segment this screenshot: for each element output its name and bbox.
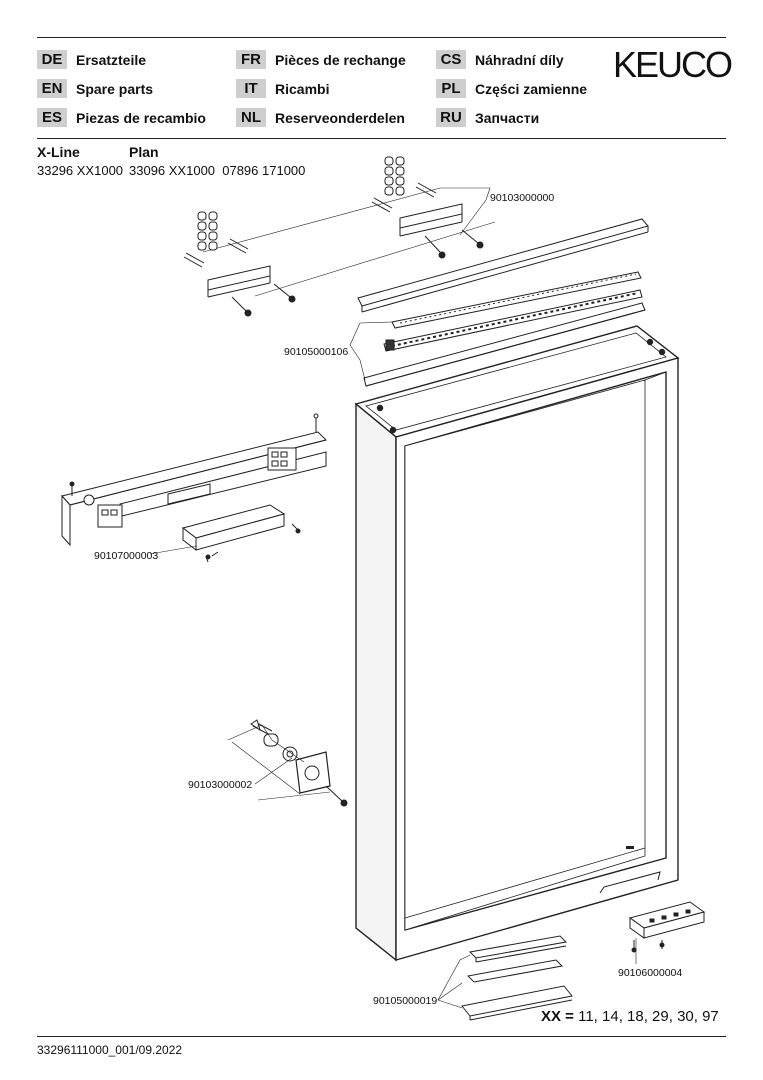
xline-heading: X-Line xyxy=(37,144,80,160)
lang-code: FR xyxy=(236,50,266,69)
part-number-electronics: 90107000003 xyxy=(94,550,159,562)
lang-it: IT Ricambi xyxy=(236,79,329,98)
lang-code: CS xyxy=(436,50,466,69)
screw-anchor-set-left xyxy=(183,211,296,317)
lang-label: Ersatzteile xyxy=(76,51,147,68)
lang-code: NL xyxy=(236,108,266,127)
part-number-switch-module: 90106000004 xyxy=(618,967,683,979)
lang-code: DE xyxy=(37,50,67,69)
electronics-assembly xyxy=(61,413,327,563)
header-bottom-rule xyxy=(37,138,726,139)
screw-anchor-set-right xyxy=(371,156,484,259)
lang-code: ES xyxy=(37,108,67,127)
plan-heading: Plan xyxy=(129,144,159,160)
document-number: 33296111000_001/09.2022 xyxy=(37,1043,183,1057)
mirror-cabinet-body xyxy=(354,325,680,962)
lang-pl: PL Części zamienne xyxy=(436,79,587,98)
lang-fr: FR Pièces de rechange xyxy=(236,50,406,69)
lang-nl: NL Reserveonderdelen xyxy=(236,108,405,127)
lang-label: Ricambi xyxy=(275,80,330,97)
lang-de: DE Ersatzteile xyxy=(37,50,146,69)
xline-number: 33296 XX1000 xyxy=(37,163,124,178)
lang-label: Piezas de recambio xyxy=(76,109,206,126)
brand-logo: KEUCO xyxy=(613,44,733,85)
plan-numbers: 33096 XX1000 07896 171000 xyxy=(129,163,306,178)
lang-code: RU xyxy=(436,108,466,127)
part-number-profile-bottom: 90105000019 xyxy=(373,995,438,1007)
lang-label: Reserveonderdelen xyxy=(275,109,405,126)
wall-mount-kit xyxy=(250,719,348,807)
top-rule xyxy=(37,37,726,38)
color-code-key: XX = xyxy=(541,1008,574,1025)
lang-label: Spare parts xyxy=(76,80,154,97)
bottom-profiles xyxy=(461,935,573,1021)
lang-en: EN Spare parts xyxy=(37,79,153,98)
footer-rule xyxy=(37,1036,726,1037)
color-code-note: XX = 11, 14, 18, 29, 30, 97 xyxy=(541,1008,719,1025)
part-number-led-strip: 90105000106 xyxy=(284,346,349,358)
lang-code: IT xyxy=(236,79,266,98)
lang-ru: RU Запчасти xyxy=(436,108,539,127)
lang-label: Części zamienne xyxy=(475,80,588,97)
part-number-mount-kit-wall: 90103000002 xyxy=(188,779,253,791)
lang-cs: CS Náhradní díly xyxy=(436,50,564,69)
lang-es: ES Piezas de recambio xyxy=(37,108,206,127)
color-code-values: 11, 14, 18, 29, 30, 97 xyxy=(578,1008,719,1025)
lang-label: Запчасти xyxy=(475,109,540,126)
lang-code: PL xyxy=(436,79,466,98)
lang-code: EN xyxy=(37,79,67,98)
lang-label: Pièces de rechange xyxy=(275,51,406,68)
part-number-mount-kit-top: 90103000000 xyxy=(490,192,555,204)
led-profile-assembly xyxy=(357,218,649,387)
lang-label: Náhradní díly xyxy=(475,51,564,68)
switch-module xyxy=(628,901,706,953)
